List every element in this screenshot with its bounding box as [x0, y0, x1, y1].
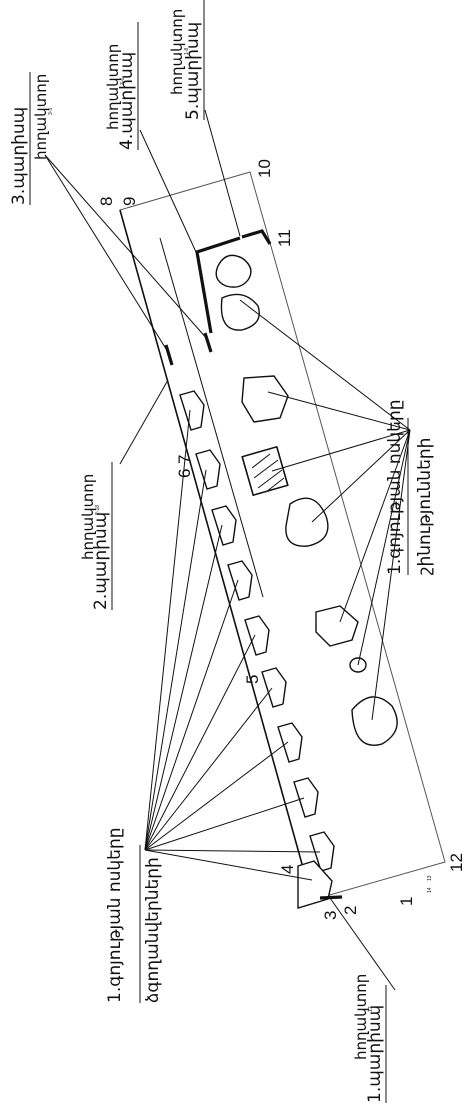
zone-a-line2: ձգողանվերների [143, 857, 163, 1003]
fence-sub-5: 1-8 [184, 48, 190, 55]
point-4: 4 [278, 865, 297, 874]
building [351, 696, 398, 746]
fence-word-1: հողակտոր [352, 974, 370, 1060]
point-3: 3 [321, 911, 340, 920]
tower [244, 615, 270, 656]
tower [211, 505, 237, 546]
zone-a-line1: 1.գոյության ոսկերը [105, 827, 125, 1003]
point-10: 10 [255, 159, 274, 178]
building [220, 293, 260, 331]
fence-sub-1: 17 [368, 1006, 374, 1012]
point-7: 7 [175, 455, 194, 464]
leader-lines-left [144, 409, 321, 881]
fence-group [164, 229, 343, 900]
callout-lines [44, 109, 396, 991]
point-9: 9 [120, 197, 139, 206]
fence-word-3: հողակտոր [32, 74, 50, 160]
fence-1 [319, 895, 343, 900]
inner-wall [159, 237, 264, 598]
zone-b-line1: 1.գոյության ոսկերը [385, 399, 405, 575]
fence-sub-3: 3-5 [48, 108, 54, 115]
tower [293, 777, 319, 818]
fence-label-5: 5.պարիսպ [183, 22, 203, 120]
tower [261, 667, 287, 708]
fence-word-5: հողակտոր [168, 9, 186, 95]
fence-word-4: հողակտոր [104, 44, 122, 130]
fence-sub-2: 2-18 [95, 505, 101, 515]
point-1: 1 [397, 897, 416, 906]
tower [179, 390, 205, 431]
fence-4 [195, 236, 241, 334]
fence-3a [164, 344, 174, 366]
building [215, 254, 252, 288]
leader-lines-right [239, 299, 411, 721]
hatch [251, 453, 285, 493]
tower [227, 560, 253, 601]
tower [195, 449, 221, 490]
point-8: 8 [97, 197, 116, 206]
fence-5 [241, 229, 272, 245]
fence-label-3: 3.պարիսպ [9, 107, 29, 205]
point-5: 5 [243, 675, 262, 684]
tower [309, 831, 335, 872]
point-11: 11 [275, 229, 294, 247]
tiny-label-14: 14 [427, 887, 433, 893]
building [285, 497, 329, 547]
point-12: 12 [447, 853, 466, 872]
point-numbers: 1 2 3 4 5 6 7 8 9 10 11 12 [97, 159, 466, 920]
fence-label-2: 2.պարիսպ [91, 512, 111, 610]
tiny-label-13: 13 [427, 875, 433, 881]
zone-b-line2: շինությունների [415, 438, 435, 575]
tower [277, 722, 303, 763]
fence-3b [203, 332, 213, 353]
building-hatched [241, 445, 289, 497]
point-6: 6 [175, 469, 194, 478]
building [241, 375, 289, 423]
fence-word-2: հողակտոր [79, 474, 97, 560]
fence-label-1: 1.պարիսպ [365, 1005, 385, 1103]
fence-label-4: 4.պարիսպ [117, 52, 137, 150]
point-2: 2 [341, 906, 360, 915]
building [315, 605, 359, 647]
fence-sub-4: 3-6 [120, 78, 126, 85]
building-group [215, 254, 398, 746]
